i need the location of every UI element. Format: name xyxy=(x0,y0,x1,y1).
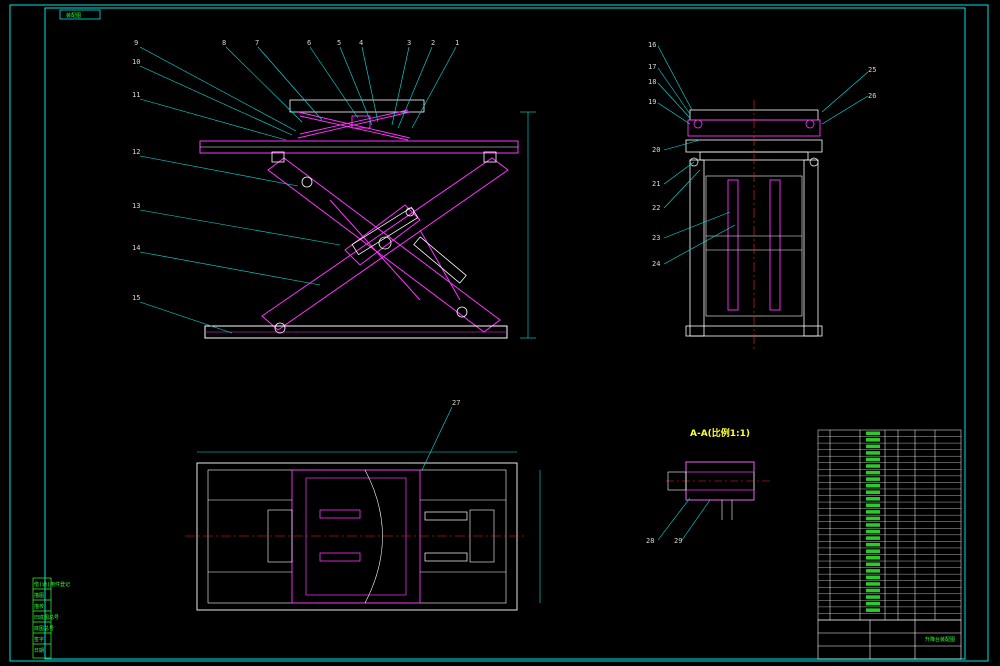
balloon-23: 23 xyxy=(652,234,660,242)
parts-list-name-mark xyxy=(866,523,880,527)
parts-list-name-mark xyxy=(866,529,880,534)
parts-list-name-mark xyxy=(866,497,880,501)
parts-list-name-mark xyxy=(866,457,880,462)
strip-label-7: 日期 xyxy=(34,648,44,654)
balloon-19: 19 xyxy=(648,98,656,106)
leader-27 xyxy=(421,406,453,471)
parts-list-name-mark xyxy=(866,483,880,488)
balloon-3: 3 xyxy=(407,39,411,47)
parts-list-name-mark xyxy=(866,601,880,606)
balloon-20: 20 xyxy=(652,146,660,154)
strip-label-2: 描图 xyxy=(34,592,44,599)
title-block xyxy=(817,619,962,660)
parts-list xyxy=(817,429,962,621)
balloon-5: 5 xyxy=(337,39,341,47)
border-tag: 装配图 xyxy=(59,9,101,20)
parts-list-name-mark xyxy=(866,542,880,547)
plan-view xyxy=(185,451,541,611)
parts-list-name-mark xyxy=(866,470,880,475)
side-balloons: 16 17 18 19 20 21 22 23 24 25 26 xyxy=(648,41,876,268)
border-tag-text: 装配图 xyxy=(66,12,81,19)
balloon-6: 6 xyxy=(307,39,311,47)
balloon-25: 25 xyxy=(868,66,876,74)
balloon-8: 8 xyxy=(222,39,226,47)
parts-list-name-mark xyxy=(866,444,880,449)
parts-list-name-mark xyxy=(866,490,880,495)
leader-28 xyxy=(657,497,691,541)
balloon-7: 7 xyxy=(255,39,259,47)
balloon-18: 18 xyxy=(648,78,656,86)
balloon-15: 15 xyxy=(132,294,140,302)
balloon-24: 24 xyxy=(652,260,660,268)
balloon-4: 4 xyxy=(359,39,363,47)
balloon-2: 2 xyxy=(431,39,435,47)
strip-label-1: 借(通)用件登记 xyxy=(34,581,70,588)
balloon-29: 29 xyxy=(674,537,682,545)
title-block-name: 升降台装配图 xyxy=(925,636,955,643)
balloon-14: 14 xyxy=(132,244,140,252)
front-view xyxy=(199,99,536,339)
balloon-11: 11 xyxy=(132,91,140,99)
leader-29 xyxy=(681,499,711,541)
balloon-16: 16 xyxy=(648,41,656,49)
side-view xyxy=(685,100,823,350)
parts-list-name-mark xyxy=(866,510,880,514)
parts-list-name-mark xyxy=(866,503,880,508)
parts-list-name-mark xyxy=(866,555,880,560)
front-leaders xyxy=(139,46,457,334)
parts-list-name-mark xyxy=(866,569,880,573)
balloon-10: 10 xyxy=(132,58,140,66)
balloon-26: 26 xyxy=(868,92,876,100)
parts-list-rows xyxy=(818,431,961,614)
outer-frame xyxy=(9,4,989,662)
balloon-22: 22 xyxy=(652,204,660,212)
parts-list-name-mark xyxy=(866,595,880,599)
balloon-9: 9 xyxy=(134,39,138,47)
parts-list-name-mark xyxy=(866,516,880,521)
strip-label-6: 签字 xyxy=(34,636,44,643)
section-title: A-A(比例1:1) xyxy=(690,427,750,439)
parts-list-name-mark xyxy=(866,588,880,593)
balloon-17: 17 xyxy=(648,63,656,71)
parts-list-name-mark xyxy=(866,582,880,586)
strip-label-5: 底图总号 xyxy=(34,625,54,632)
front-balloons: 1 2 3 4 5 6 7 8 9 10 11 12 13 14 15 xyxy=(132,39,459,302)
left-strip xyxy=(32,577,52,659)
balloon-21: 21 xyxy=(652,180,660,188)
balloon-27: 27 xyxy=(452,399,460,407)
balloon-13: 13 xyxy=(132,202,140,210)
parts-list-name-mark xyxy=(866,431,880,436)
parts-list-name-mark xyxy=(866,575,880,580)
balloon-12: 12 xyxy=(132,148,140,156)
side-leaders xyxy=(657,45,869,265)
parts-list-name-mark xyxy=(866,477,880,481)
parts-list-name-mark xyxy=(866,549,880,553)
parts-list-name-mark xyxy=(866,451,880,455)
parts-list-name-mark xyxy=(866,608,880,612)
parts-list-name-mark xyxy=(866,464,880,468)
strip-label-3: 描校 xyxy=(34,603,44,610)
parts-list-name-mark xyxy=(866,536,880,540)
strip-label-4: 旧底图总号 xyxy=(34,614,59,621)
inner-frame xyxy=(44,7,966,660)
parts-list-name-mark xyxy=(866,562,880,567)
parts-list-name-mark xyxy=(866,438,880,442)
balloon-28: 28 xyxy=(646,537,654,545)
balloon-1: 1 xyxy=(455,39,459,47)
section-view xyxy=(666,461,770,520)
